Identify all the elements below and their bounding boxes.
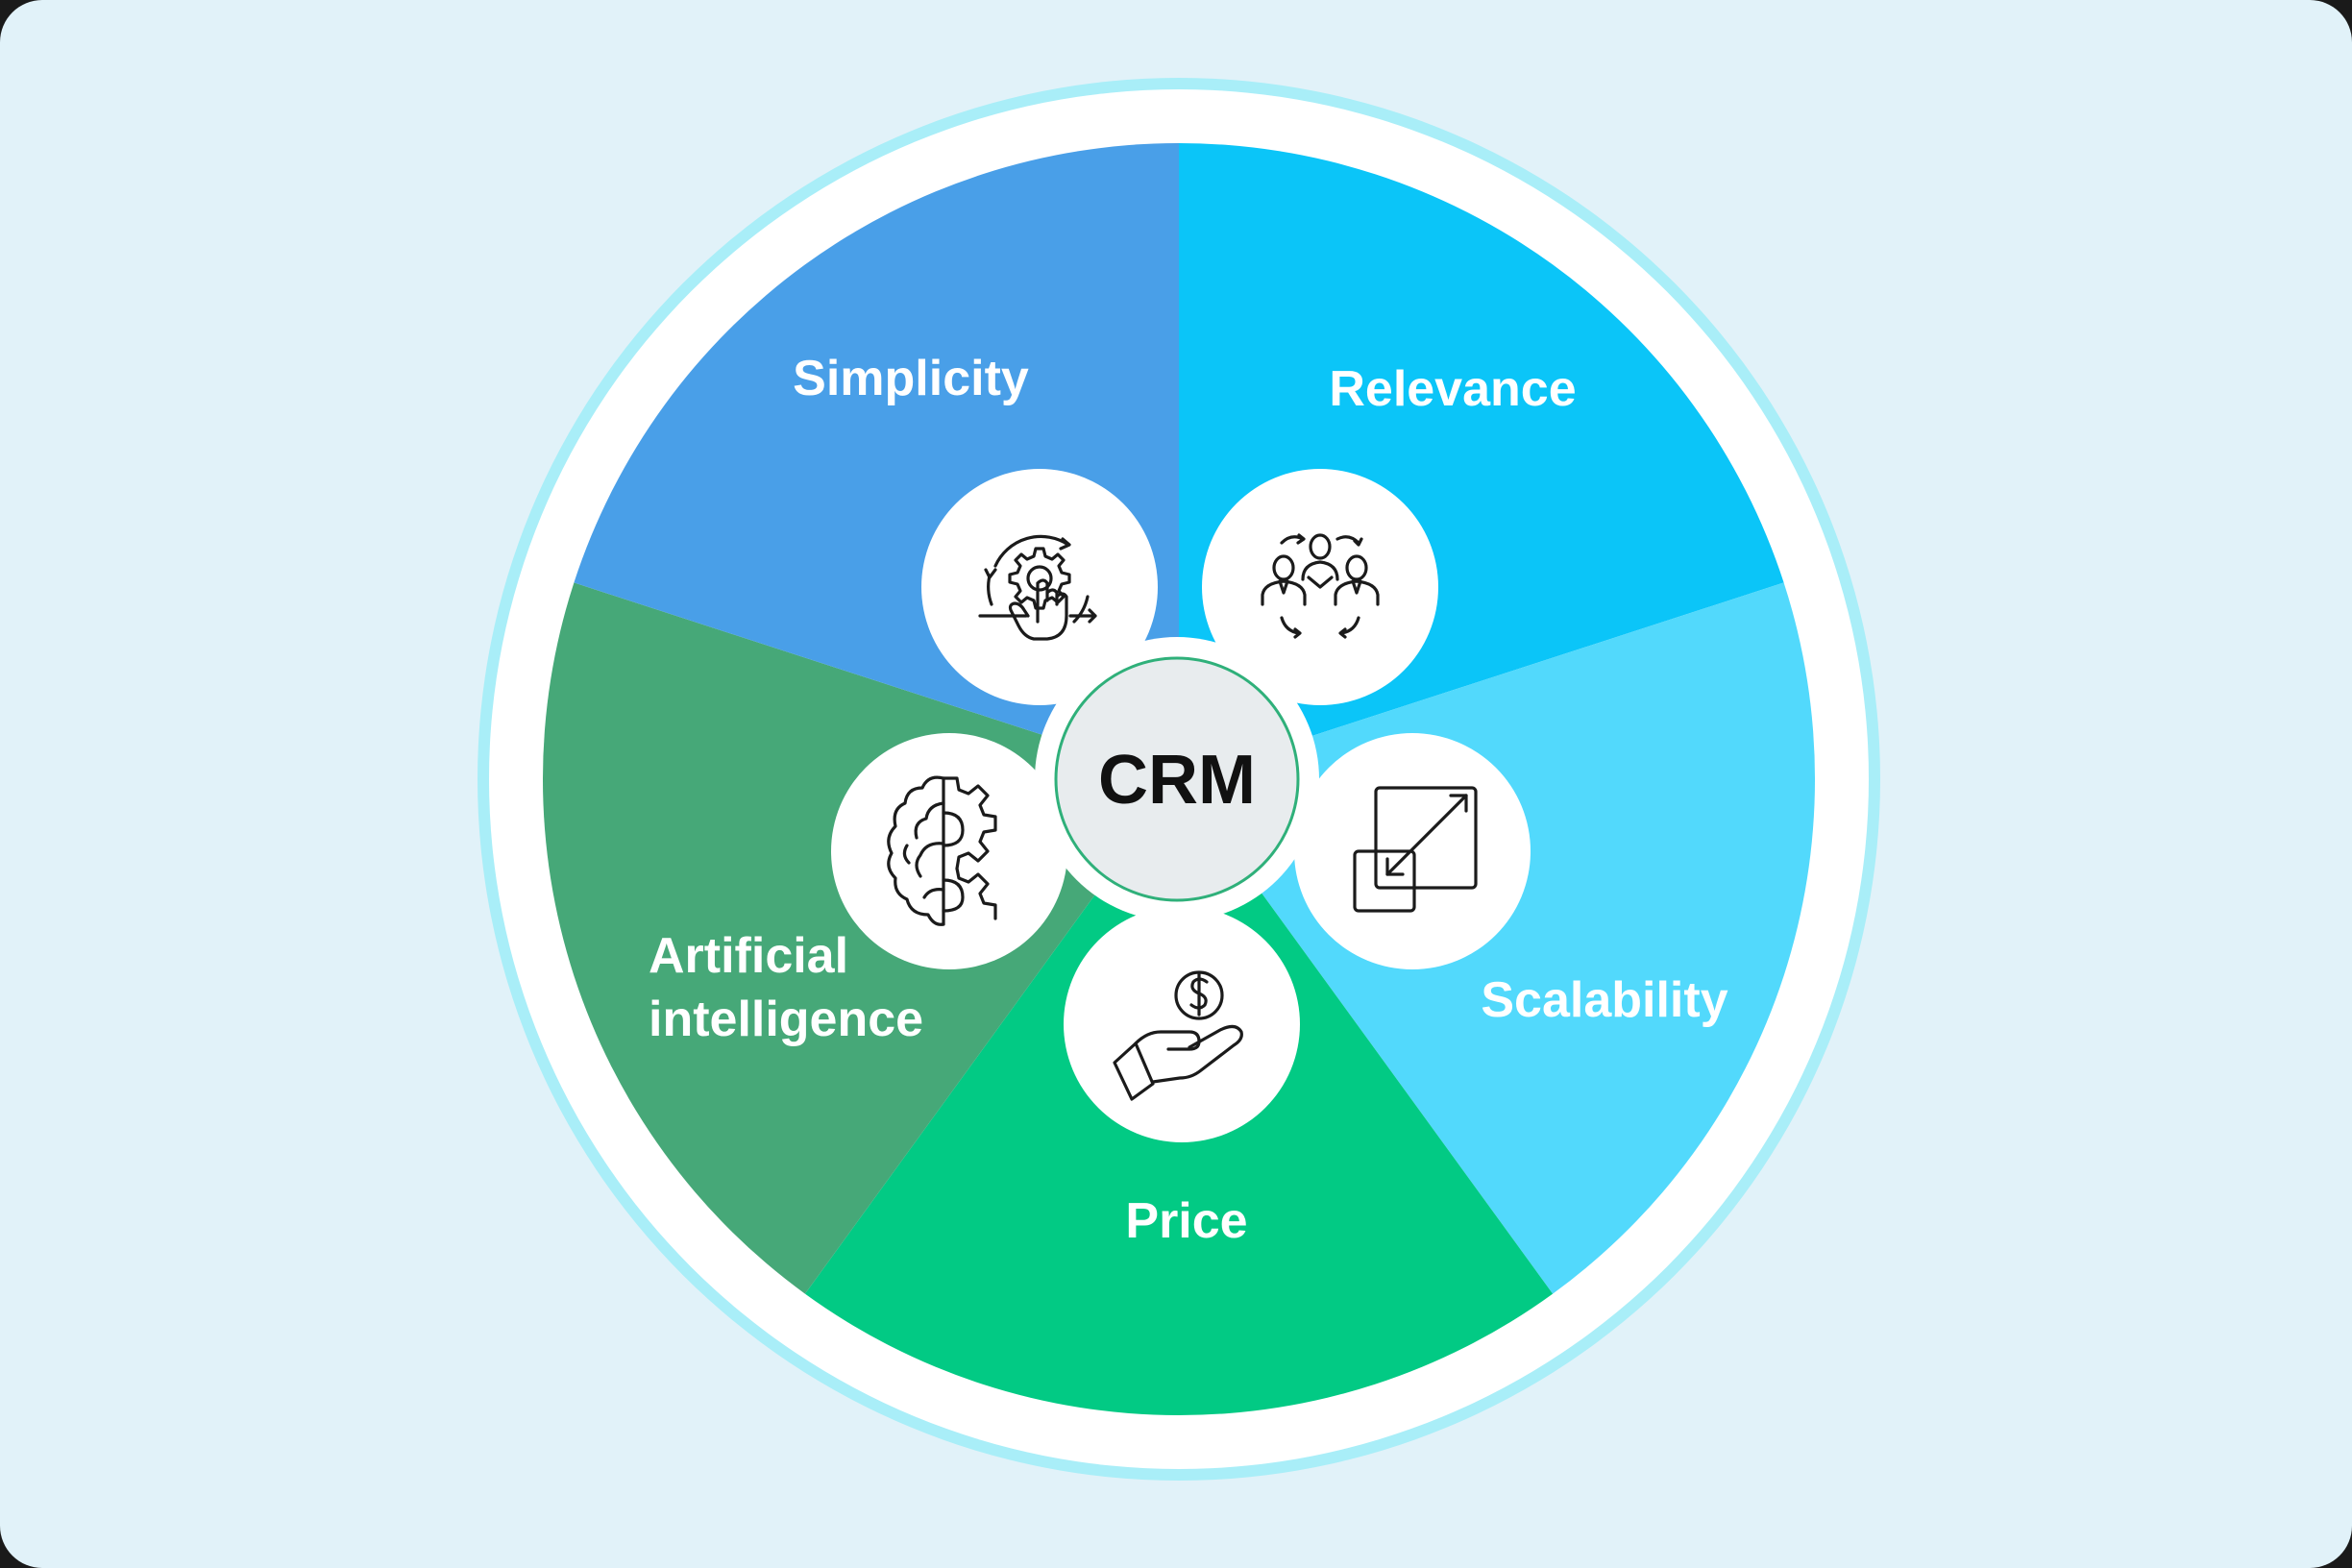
- hand-money-icon: [1113, 970, 1243, 1101]
- segment-ai-label-line: intelligence: [649, 992, 923, 1047]
- segment-scalability-label: Scalability: [1481, 972, 1727, 1028]
- segment-relevance-label: Relevance: [1329, 361, 1576, 417]
- segment-simplicity-label: Simplicity: [793, 351, 1029, 406]
- segment-ai-label: Artificial intelligence: [649, 928, 923, 1047]
- brain-gear-icon: [887, 775, 997, 926]
- bubble-price: [1064, 906, 1300, 1142]
- resize-scale-icon: [1353, 786, 1478, 913]
- bubble-relevance: [1202, 469, 1438, 705]
- team-collaboration-icon: [1261, 533, 1380, 639]
- gear-touch-icon: [978, 534, 1097, 641]
- center-hub: CRM: [1035, 637, 1319, 921]
- center-label: CRM: [1098, 742, 1256, 819]
- segment-price-label: Price: [1125, 1193, 1247, 1249]
- bubble-ai: [831, 733, 1067, 969]
- bubble-scalability: [1294, 733, 1531, 969]
- center-circle: [1054, 656, 1300, 902]
- segment-ai-label-line: Artificial: [649, 928, 848, 984]
- bubble-simplicity: [921, 469, 1158, 705]
